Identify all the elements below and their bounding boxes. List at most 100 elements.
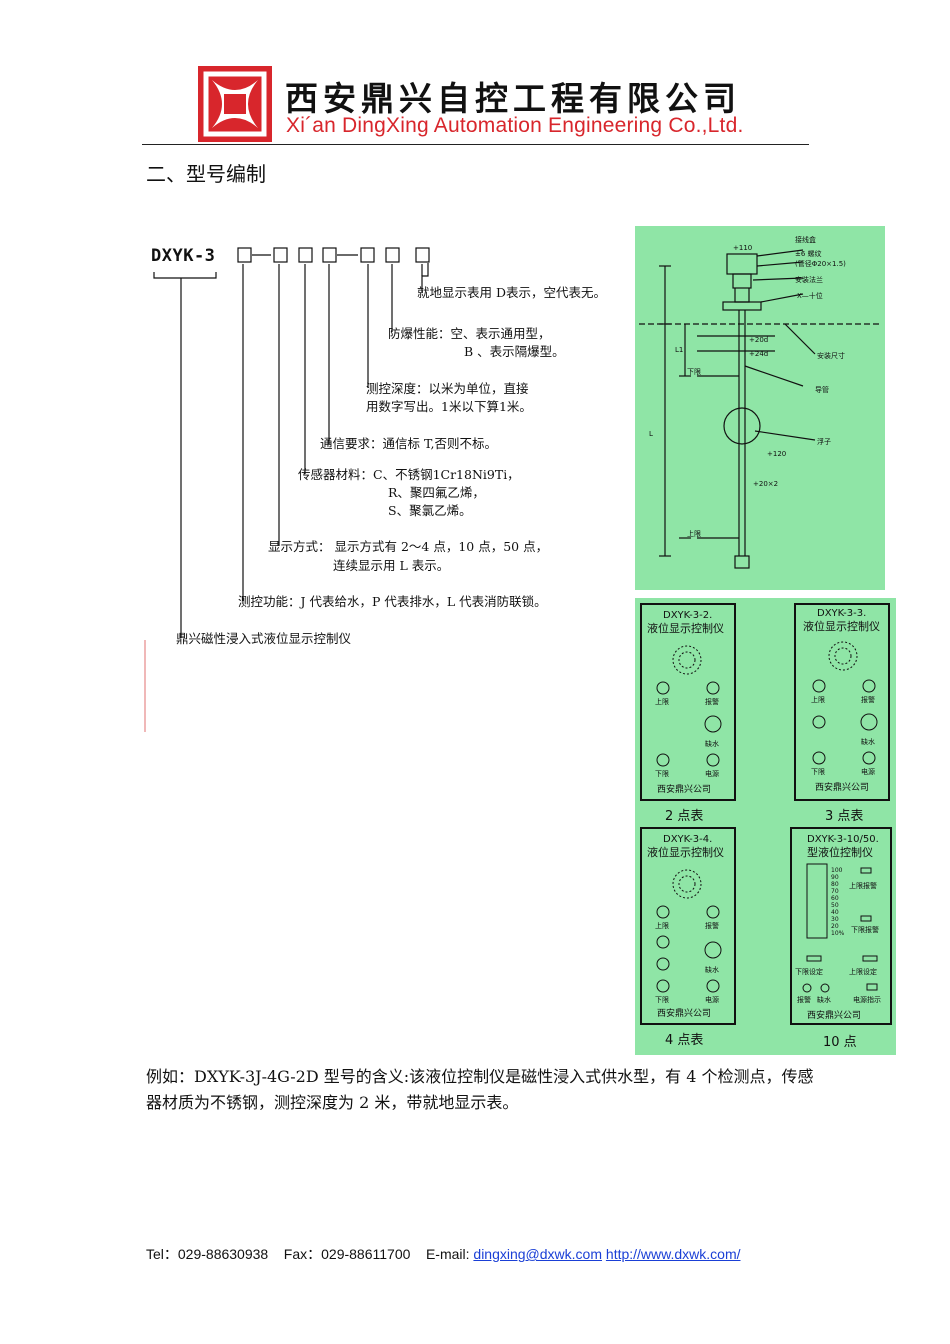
scale-tick: 80 [831,881,839,888]
sensor-label-mount: 安装尺寸 [817,351,845,360]
code-diagram-lines [153,247,430,638]
footer-fax: Fax：029-88611700 [283,1246,411,1262]
display-label: 下限 [655,995,669,1004]
footer-email-label: E-mail: [425,1246,470,1262]
model-code-diagram: DXYK-3 就地显示表用 D表示，空代表无。 防爆性能：空、表示通用型， B … [146,236,636,656]
example-paragraph: 例如：DXYK-3J-4G-2D 型号的含义:该液位控制仪是磁性浸入式供水型，有… [146,1067,814,1112]
sensor-label-flange: 安装法兰 [795,275,823,284]
sensor-label-3: ±6 螺纹 [795,249,822,258]
display-label: 电源指示 [853,995,881,1004]
scale-tick: 20 [831,923,839,930]
sensor-drawing-svg: 接线盒 +110 ±6 螺纹 (管径Φ20×1.5) 安装法兰 X—十位 +20… [635,226,885,590]
margin-mark [144,640,146,732]
sensor-label-120: +120 [767,450,786,458]
display-label: 缺水 [705,965,719,974]
sensor-label-4: (管径Φ20×1.5) [795,259,846,268]
label-display-onsite: 就地显示表用 D表示，空代表无。 [417,285,606,300]
display-caption: 2 点表 [665,809,703,824]
header-divider [142,144,809,145]
display-label: 报警 [861,695,875,704]
sensor-label-20x2: +20×2 [753,480,778,488]
display-title: 液位显示控制仪 [647,621,724,635]
label-depth-1: 测控深度：以米为单位，直接 [366,381,529,396]
display-label: 上限报警 [849,881,877,890]
sensor-label-lower: 下限 [687,367,701,376]
sensor-label-junction-box: 接线盒 [795,235,816,244]
label-product: 鼎兴磁性浸入式液位显示控制仪 [176,631,352,646]
display-label: 缺水 [861,737,875,746]
sensor-label-float: 浮子 [817,437,831,446]
display-label: 电源 [705,769,719,778]
footer-tel: Tel：029-88630938 [146,1246,269,1262]
sensor-label-20d: +20d [749,336,768,344]
display-model: DXYK-3-2. [663,610,712,621]
scale-tick: 100 [831,867,843,874]
sensor-label-l: L [649,430,653,438]
label-display-mode-1: 显示方式： 显示方式有 2～4 点，10 点，50 点， [268,539,549,554]
scale-tick: 70 [831,888,839,895]
sensor-label-110: +110 [733,244,752,252]
label-communication: 通信要求：通信标 T,否则不标。 [320,436,497,451]
display-title: 液位显示控制仪 [647,845,724,859]
display-3-point: DXYK-3-3. 液位显示控制仪 上限 报警 缺水 下限 电源 西安鼎兴公司 … [794,603,890,824]
display-model: DXYK-3-4. [663,834,712,845]
display-label: 上限设定 [849,967,877,976]
company-logo [198,66,272,142]
display-label: 下限 [655,769,669,778]
scale-tick: 10% [831,930,845,937]
company-name-cn: 西安鼎兴自控工程有限公司 [285,79,741,118]
display-label: 上限 [655,921,669,930]
display-label: 下限 [811,767,825,776]
scale-tick: 50 [831,902,839,909]
sensor-label-x: X—十位 [797,291,823,300]
sensor-label-24d: +24d [749,350,768,358]
display-title: 型液位控制仪 [807,845,873,859]
scale-tick: 40 [831,909,839,916]
display-label: 电源 [705,995,719,1004]
display-model: DXYK-3-10/50. [807,834,879,845]
label-material-1: 传感器材料：C、不锈钢1Cr18Ni9Ti， [298,467,520,482]
display-label: 报警 [705,921,719,930]
label-material-2: R、聚四氟乙烯， [388,485,485,500]
display-10-point: DXYK-3-10/50. 型液位控制仪 100 90 80 70 60 50 … [790,827,892,1050]
display-label: 电源 [861,767,875,776]
display-company: 西安鼎兴公司 [657,783,711,795]
display-company: 西安鼎兴公司 [657,1007,711,1019]
display-label: 缺水 [817,995,831,1004]
footer: Tel：029-88630938 Fax：029-88611700 E-mail… [146,1244,741,1264]
logo-mark-icon [198,66,272,142]
display-4-point: DXYK-3-4. 液位显示控制仪 上限 报警 缺水 下限 电源 西安鼎兴公司 … [640,827,736,1048]
display-model: DXYK-3-3. [817,608,866,619]
display-caption: 10 点 [823,1035,857,1050]
model-prefix: DXYK-3 [151,246,216,266]
label-material-3: S、聚氯乙烯。 [388,503,472,518]
display-caption: 4 点表 [665,1033,703,1048]
display-label: 缺水 [705,739,719,748]
label-function: 测控功能：J 代表给水，P 代表排水，L 代表消防联锁。 [238,594,547,609]
footer-email-link[interactable]: dingxing@dxwk.com [473,1246,603,1262]
scale-tick: 60 [831,895,839,902]
display-company: 西安鼎兴公司 [807,1009,861,1021]
display-title: 液位显示控制仪 [803,619,880,633]
section-title: 二、型号编制 [146,162,266,186]
display-label: 下限设定 [795,967,823,976]
display-caption: 3 点表 [825,809,863,824]
display-label: 上限 [811,695,825,704]
display-company: 西安鼎兴公司 [815,781,869,793]
display-2-point: DXYK-3-2. 液位显示控制仪 上限 报警 缺水 下限 电源 西安鼎兴公司 … [640,603,736,824]
sensor-label-upper: 上限 [687,529,701,538]
label-depth-2: 用数字写出。1米以下算1米。 [366,399,532,414]
display-label: 报警 [797,995,811,1004]
scale-tick: 30 [831,916,839,923]
sensor-label-l1: L1 [675,346,683,354]
display-label: 下限报警 [851,925,879,934]
footer-website-link[interactable]: http://www.dxwk.com/ [605,1246,741,1262]
sensor-label-guide: 导管 [815,385,829,394]
scale-tick: 90 [831,874,839,881]
label-explosion-proof-1: 防爆性能：空、表示通用型， [388,326,551,341]
label-explosion-proof-2: B 、表示隔爆型。 [464,344,565,359]
display-models-panel: DXYK-3-2. 液位显示控制仪 上限 报警 缺水 下限 电源 西安鼎兴公司 … [635,598,896,1055]
company-name-en: Xi´an DingXing Automation Engineering Co… [286,114,744,137]
display-models-svg: DXYK-3-2. 液位显示控制仪 上限 报警 缺水 下限 电源 西安鼎兴公司 … [635,598,896,1055]
display-label: 上限 [655,697,669,706]
